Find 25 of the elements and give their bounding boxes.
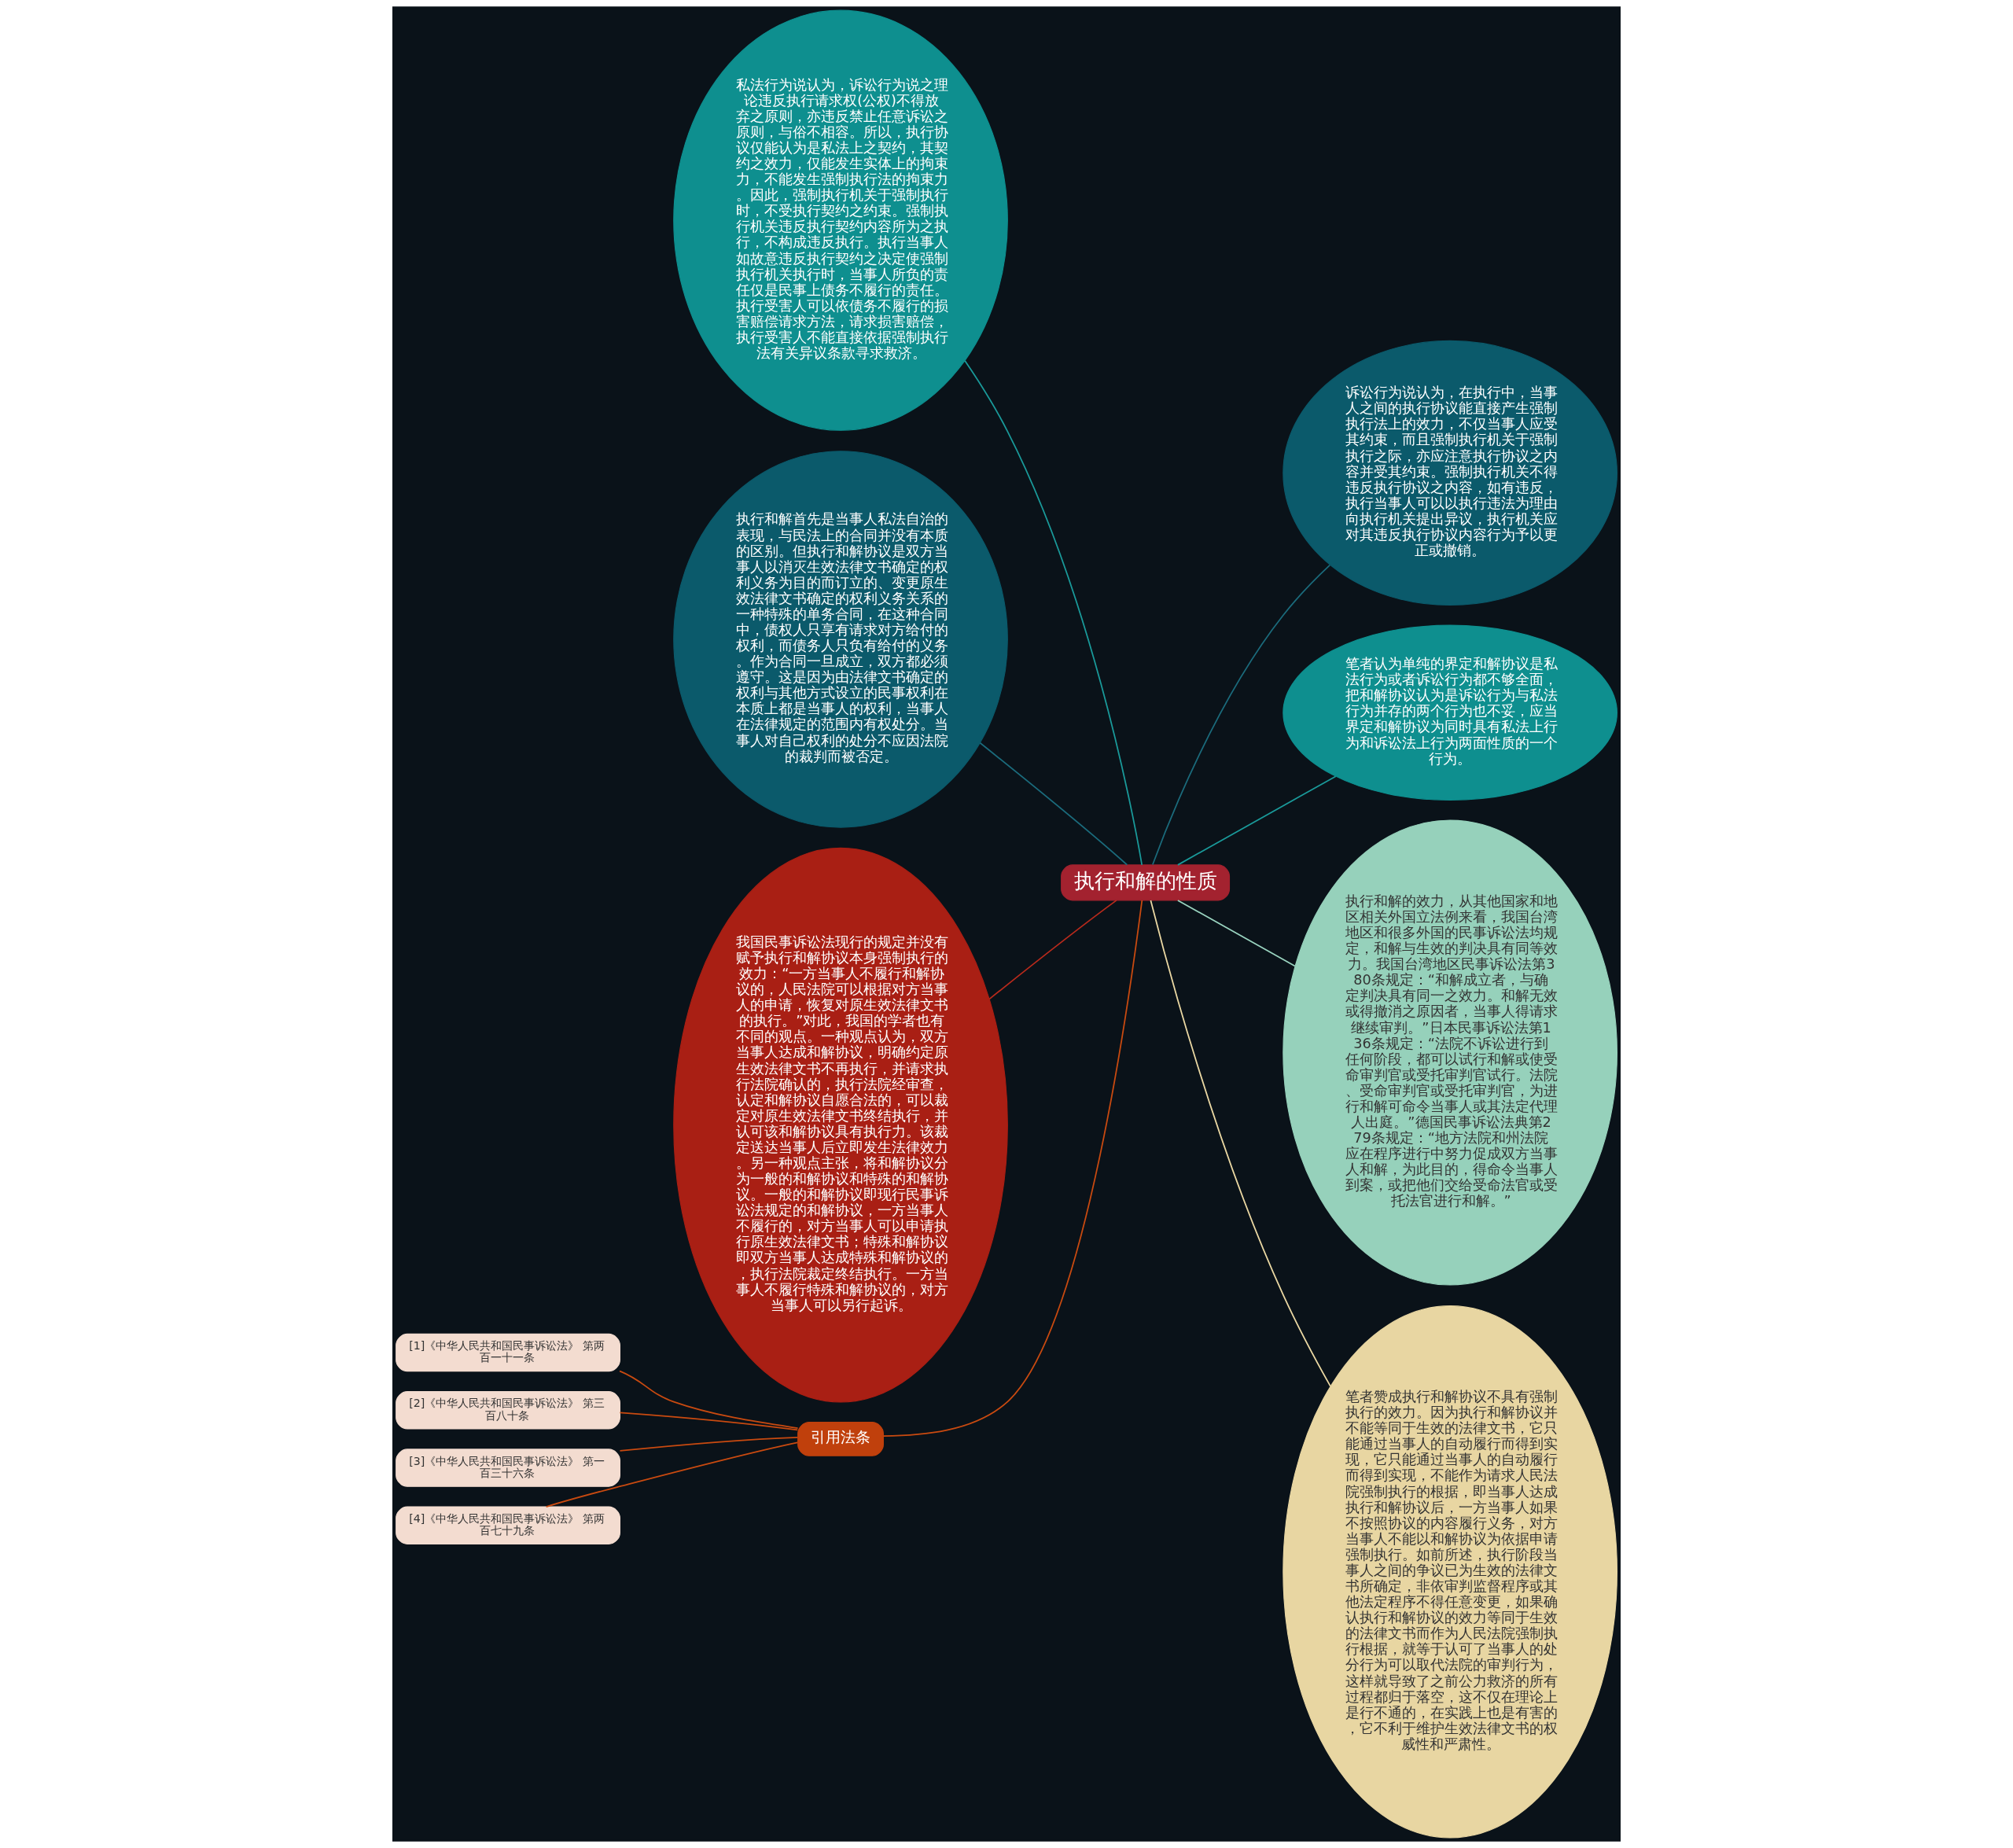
connector — [1152, 564, 1331, 866]
node-box: [2]《中华人民共和国民事诉讼法》 第三百八十条 — [396, 1391, 620, 1430]
connector — [979, 742, 1128, 866]
node-ellipse: 笔者赞成执行和解协议不具有强制执行的效力。因为执行和解协议并不能等同于生效的法律文书，它只能通过当事人的自动履行而得到实现，它只能通过当事人的自动履行而得到实现，不能作为请求人民法院强制执行的根据，即当事人达成执行和解协议后，一方当事人如果不按照协议的内容履行义务，对方当事人不能以和解协议为依据申请强制执行。如前所述，执行阶段当事人之间的争议已为生效的法律文书所确定，非依审判监督程序或其他法定程序不得任意变更，如果确认执行和解协议的效力等同于生效的法律文书而作为人民法院强制执行根据，就等于认可了当事人的处分行为可以取代法院的审判行为，这样就导致了之前公力救济的所有过程都归于落空，这不仅在理论上是行不通的，在实践上也是有害的，它不利于维护生效法律文书的权威性和严肃性。 — [1283, 1305, 1617, 1839]
node-ellipse: 私法行为说认为，诉讼行为说之理论违反执行请求权(公权)不得放弃之原则，亦违反禁止任意诉讼之原则，与俗不相容。所以，执行协议仅能认为是私法上之契约，其契约之效力，仅能发生实体上的拘束力，不能发生强制执行法的拘束力。因此，强制执行机关于强制执行时，不受执行契约之约束。强制执行机关违反执行契约内容所为之执行，不构成违反执行。执行当事人如故意违反执行契约之决定使强制执行机关执行时，当事人所负的责任仅是民事上债务不履行的责任。执行受害人可以依债务不履行的损害赔偿请求方法，请求损害赔偿，执行受害人不能直接依据强制执行法有关异议条款寻求救济。 — [673, 9, 1008, 431]
node-ellipse: 我国民事诉讼法现行的规定并没有赋予执行和解协议本身强制执行的效力：“一方当事人不履行和解协议的，人民法院可以根据对方当事人的申请，恢复对原生效法律文书的执行。”对此，我国的学者也有不同的观点。一种观点认为，双方当事人达成和解协议，明确约定原生效法律文书不再执行，并请求执行法院确认的，执行法院经审查，认定和解协议自愿合法的，可以裁定对原生效法律文书终结执行，并认可该和解协议具有执行力。该裁定送达当事人后立即发生法律效力。另一种观点主张，将和解协议分为一般的和解协议和特殊的和解协议。一般的和解协议即现行民事诉讼法规定的和解协议，一方当事人不履行的，对方当事人可以申请执行原生效法律文书；特殊和解协议即双方当事人达成特殊和解协议的，执行法院裁定终结执行。一方当事人不履行特殊和解协议的，对方当事人可以另行起诉。 — [673, 847, 1008, 1403]
node-ellipse: 执行和解的效力，从其他国家和地区相关外国立法例来看，我国台湾地区和很多外国的民事诉讼法均规定，和解与生效的判决具有同等效力。我国台湾地区民事诉讼法第380条规定：“和解成立者，与确定判决具有同一之效力。和解无效或得撤消之原因者，当事人得请求继续审判。”日本民事诉讼法第136条规定：“法院不诉讼进行到任何阶段，都可以试行和解或使受命审判官或受托审判官试行。法院、受命审判官或受托审判官，为进行和解可命令当事人或其法定代理人出庭。”德国民事诉讼法典第279条规定：“地方法院和州法院应在程序进行中努力促成双方当事人和解，为此目的，得命令当事人到案，或把他们交给受命法官或受托法官进行和解。” — [1283, 819, 1617, 1286]
node-box: [4]《中华人民共和国民事诉讼法》 第两百七十九条 — [396, 1506, 620, 1544]
connector — [964, 359, 1143, 866]
node-box: 引用法条 — [797, 1422, 884, 1456]
connector — [882, 899, 1143, 1437]
node-box: [1]《中华人民共和国民事诉讼法》 第两百一十一条 — [396, 1333, 620, 1372]
connector — [619, 1436, 799, 1452]
node-box: 执行和解的性质 — [1061, 864, 1231, 901]
connector — [619, 1412, 799, 1431]
connector — [1177, 900, 1296, 967]
connector — [1150, 900, 1331, 1387]
node-ellipse: 诉讼行为说认为，在执行中，当事人之间的执行协议能直接产生强制执行法上的效力，不仅当事人应受其约束，而且强制执行机关于强制执行之际，亦应注意执行协议之内容并受其约束。强制执行机关不得违反执行协议之内容，如有违反，执行当事人可以以执行违法为理由向执行机关提出异议，执行机关应对其违反执行协议内容行为予以更正或撤销。 — [1283, 340, 1617, 606]
node-ellipse: 执行和解首先是当事人私法自治的表现，与民法上的合同并没有本质的区别。但执行和解协议是双方当事人以消灭生效法律文书确定的权利义务为目的而订立的、变更原生效法律文书确定的权利义务关系的一种特殊的单务合同，在这种合同中，债权人只享有请求对方给付的权利，而债务人只负有给付的义务。作为合同一旦成立，双方都必须遵守。这是因为由法律文书确定的权利与其他方式设立的民事权利在本质上都是当事人的权利，当事人在法律规定的范围内有权处分。当事人对自己权利的处分不应因法院的裁判而被否定。 — [673, 451, 1008, 828]
connector — [545, 1441, 799, 1507]
connector — [1177, 775, 1337, 866]
node-box: [3]《中华人民共和国民事诉讼法》 第一百三十六条 — [396, 1449, 620, 1487]
connector — [619, 1370, 799, 1429]
node-ellipse: 笔者认为单纯的界定和解协议是私法行为或者诉讼行为都不够全面，把和解协议认为是诉讼行为与私法行为并存的两个行为也不妥，应当界定和解协议为同时具有私法上行为和诉讼法上行为两面性质的一个行为。 — [1283, 624, 1617, 801]
connector — [988, 900, 1117, 1000]
